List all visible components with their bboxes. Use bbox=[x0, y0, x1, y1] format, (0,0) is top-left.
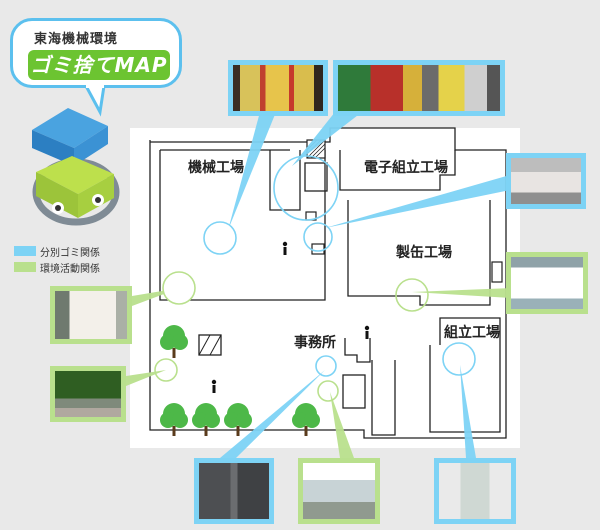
photo-posted-signs[interactable] bbox=[298, 458, 380, 524]
photo-recycle-bins[interactable] bbox=[194, 458, 274, 524]
legend-label-sorting: 分別ゴミ関係 bbox=[40, 248, 100, 259]
photo-waste-containers[interactable] bbox=[333, 60, 505, 116]
legend-label-environment: 環境活動関係 bbox=[40, 264, 100, 275]
company-name: 東海機械環境 bbox=[34, 32, 119, 47]
label-assembly-factory: 組立工場 bbox=[444, 325, 500, 341]
legend-swatch-blue bbox=[14, 246, 36, 256]
photo-sorting-station[interactable] bbox=[434, 458, 516, 524]
label-electronics-factory: 電子組立工場 bbox=[364, 160, 448, 176]
photo-notice-board[interactable] bbox=[50, 286, 132, 344]
label-office: 事務所 bbox=[294, 335, 336, 351]
legend-swatch-green bbox=[14, 262, 36, 272]
photo-hedge[interactable] bbox=[50, 366, 126, 422]
label-machine-factory: 機械工場 bbox=[188, 160, 244, 176]
photo-bags[interactable] bbox=[506, 153, 586, 209]
photo-oil-drums[interactable] bbox=[228, 60, 328, 116]
label-can-factory: 製缶工場 bbox=[396, 245, 452, 261]
tree-icons bbox=[160, 325, 320, 436]
photo-safety-sign[interactable] bbox=[506, 252, 588, 314]
map-title: ゴミ捨てMAP bbox=[28, 50, 170, 80]
mascot-icon bbox=[32, 108, 120, 226]
